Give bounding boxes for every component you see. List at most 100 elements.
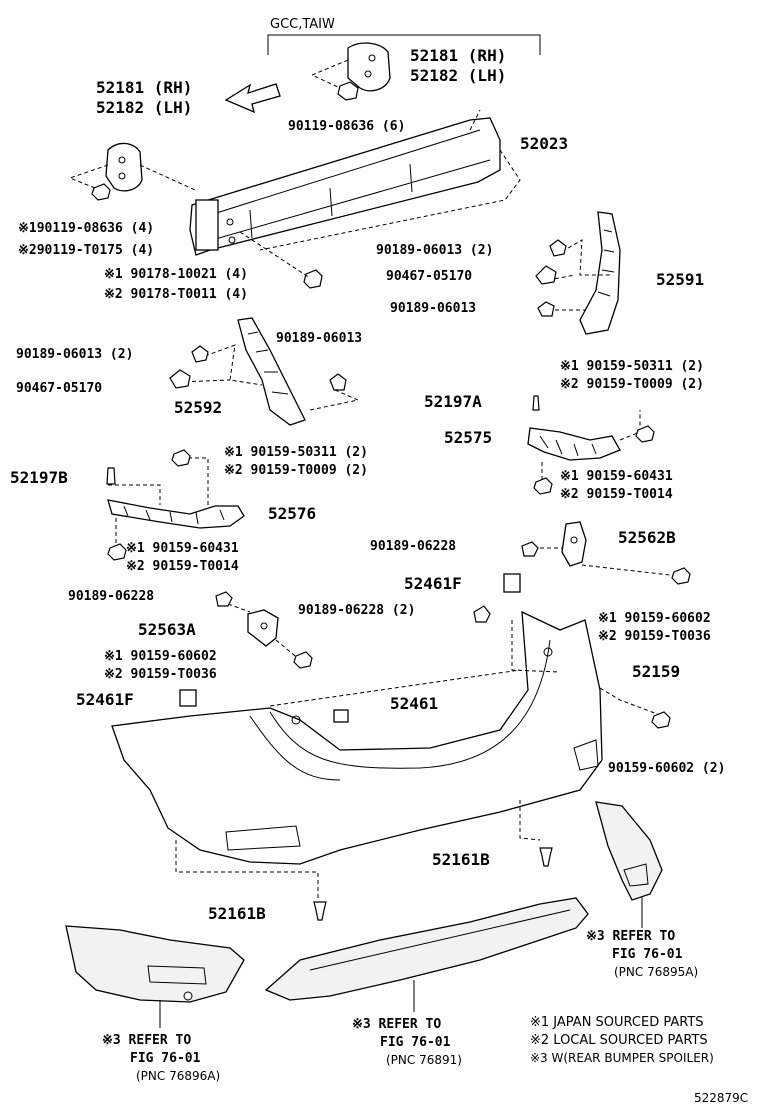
label-90159-T0014-left: ※2 90159-T0014 bbox=[126, 559, 239, 574]
label-52575: 52575 bbox=[444, 428, 493, 447]
label-52197A: 52197A bbox=[424, 392, 482, 411]
note-local-sourced: ※2 LOCAL SOURCED PARTS bbox=[530, 1033, 708, 1048]
label-90189-06013-2-right: 90189-06013 (2) bbox=[376, 243, 494, 258]
label-90159-60602-right: ※1 90159-60602 bbox=[598, 611, 711, 626]
spoiler-76891 bbox=[264, 897, 589, 1012]
ref-right-line1: ※3 REFER TO bbox=[586, 929, 676, 944]
pad-52461 bbox=[333, 709, 349, 723]
ref-right-line3: (PNC 76895A) bbox=[614, 965, 699, 979]
label-90159-60602-2: 90159-60602 (2) bbox=[608, 761, 726, 776]
clip-90189-06013-right bbox=[537, 301, 555, 317]
screw-90119-08636-4 bbox=[91, 183, 111, 201]
label-52592: 52592 bbox=[174, 398, 223, 417]
screw-90159-60602-2 bbox=[651, 711, 671, 729]
screw-90159-50311-left bbox=[171, 449, 191, 467]
screw-90159-60602-left bbox=[293, 651, 313, 669]
ref-center-line2: FIG 76-01 bbox=[380, 1035, 451, 1050]
label-52181-rh-left: 52181 (RH) bbox=[96, 78, 193, 97]
label-90178-10021-4: ※1 90178-10021 (4) bbox=[104, 267, 248, 282]
label-52461: 52461 bbox=[390, 694, 439, 713]
label-90467-05170-left: 90467-05170 bbox=[16, 381, 103, 396]
screw-90159-60431-right bbox=[533, 477, 553, 495]
bracket-52576 bbox=[107, 457, 245, 545]
label-90159-T0036-left: ※2 90159-T0036 bbox=[104, 667, 217, 682]
ref-right-line2: FIG 76-01 bbox=[612, 947, 683, 962]
label-90159-50311-2-left: ※1 90159-50311 (2) bbox=[224, 445, 368, 460]
clip-90467-05170-left bbox=[169, 369, 191, 389]
label-52197B: 52197B bbox=[10, 468, 68, 487]
label-52562B: 52562B bbox=[618, 528, 676, 547]
bracket-52181-left bbox=[68, 142, 196, 192]
direction-arrow-icon bbox=[224, 83, 281, 114]
label-90189-06013-2-left: 90189-06013 (2) bbox=[16, 347, 134, 362]
label-90189-06013-left: 90189-06013 bbox=[276, 331, 363, 346]
label-90159-60431-right: ※1 90159-60431 bbox=[560, 469, 673, 484]
spoiler-76895A bbox=[595, 801, 663, 928]
bumper-cover-52159 bbox=[111, 610, 661, 900]
ref-center-line3: (PNC 76891) bbox=[386, 1053, 462, 1067]
ref-left-line3: (PNC 76896A) bbox=[136, 1069, 221, 1083]
label-90119-08636-6: 90119-08636 (6) bbox=[288, 119, 406, 134]
clip-90189-06013-left bbox=[329, 373, 347, 391]
ref-center-line1: ※3 REFER TO bbox=[352, 1017, 442, 1032]
label-52161B-left: 52161B bbox=[208, 904, 266, 923]
label-90189-06228-left: 90189-06228 bbox=[68, 589, 155, 604]
label-52161B-right: 52161B bbox=[432, 850, 490, 869]
note-japan-sourced: ※1 JAPAN SOURCED PARTS bbox=[530, 1015, 704, 1030]
pin-52197A bbox=[532, 395, 540, 411]
screw-90119-08636-6 bbox=[337, 81, 359, 101]
label-52182-lh-top: 52182 (LH) bbox=[410, 66, 507, 85]
note-rear-bumper-spoiler: ※3 W(REAR BUMPER SPOILER) bbox=[530, 1051, 714, 1065]
ref-left-line2: FIG 76-01 bbox=[130, 1051, 201, 1066]
label-52461F-left: 52461F bbox=[76, 690, 134, 709]
label-90189-06228-right: 90189-06228 bbox=[370, 539, 457, 554]
nut-90178 bbox=[239, 231, 323, 289]
reinforcement-52023 bbox=[189, 109, 521, 256]
bracket-52181-top bbox=[310, 42, 391, 92]
bracket-52562B bbox=[540, 521, 671, 576]
label-90159-T0036-right: ※2 90159-T0036 bbox=[598, 629, 711, 644]
label-52023: 52023 bbox=[520, 134, 569, 153]
region-label: GCC,TAIW bbox=[270, 17, 335, 32]
label-52576: 52576 bbox=[268, 504, 317, 523]
spoiler-76896A bbox=[65, 925, 245, 1028]
label-90159-60431-left: ※1 90159-60431 bbox=[126, 541, 239, 556]
clip-90189-06013-2-right bbox=[549, 239, 567, 257]
bracket-52575 bbox=[527, 410, 641, 480]
bracket-52563A bbox=[227, 603, 301, 661]
label-90189-06228-2: 90189-06228 (2) bbox=[298, 603, 416, 618]
label-52563A: 52563A bbox=[138, 620, 196, 639]
label-52159: 52159 bbox=[632, 662, 681, 681]
label-90467-05170-right: 90467-05170 bbox=[386, 269, 473, 284]
diagram-code: 522879C bbox=[694, 1091, 749, 1105]
retainer-52592 bbox=[177, 317, 360, 426]
clip-90189-06013-2-left bbox=[191, 345, 209, 363]
pad-52461F-center bbox=[503, 573, 521, 593]
label-90159-T0009-2-left: ※2 90159-T0009 (2) bbox=[224, 463, 368, 478]
label-52181-rh-top: 52181 (RH) bbox=[410, 46, 507, 65]
pin-52197B bbox=[106, 467, 116, 485]
label-52591: 52591 bbox=[656, 270, 705, 289]
label-90159-T0009-2-right: ※2 90159-T0009 (2) bbox=[560, 377, 704, 392]
screw-90159-60431-left bbox=[107, 543, 127, 561]
clip-90189-06228-2 bbox=[473, 605, 491, 623]
clip-90189-06228-left bbox=[215, 591, 233, 607]
clip-90189-06228-right bbox=[521, 541, 539, 557]
screw-90159-50311-right bbox=[635, 425, 655, 443]
retainer-52591 bbox=[547, 211, 621, 335]
ref-left-line1: ※3 REFER TO bbox=[102, 1033, 192, 1048]
label-90119-08636-4: ※190119-08636 (4) bbox=[18, 221, 155, 236]
pad-52461F-left bbox=[179, 689, 197, 707]
clip-52161B-right bbox=[539, 847, 553, 867]
region-bracket bbox=[267, 34, 541, 55]
label-90159-T0014-right: ※2 90159-T0014 bbox=[560, 487, 673, 502]
label-90178-T0011-4: ※2 90178-T0011 (4) bbox=[104, 287, 248, 302]
label-90159-50311-2-right: ※1 90159-50311 (2) bbox=[560, 359, 704, 374]
clip-90467-05170-right bbox=[535, 265, 557, 285]
label-90119-T0175-4: ※290119-T0175 (4) bbox=[18, 243, 155, 258]
label-52461F-center: 52461F bbox=[404, 574, 462, 593]
label-90159-60602-left: ※1 90159-60602 bbox=[104, 649, 217, 664]
screw-90159-60602-right bbox=[671, 567, 691, 585]
